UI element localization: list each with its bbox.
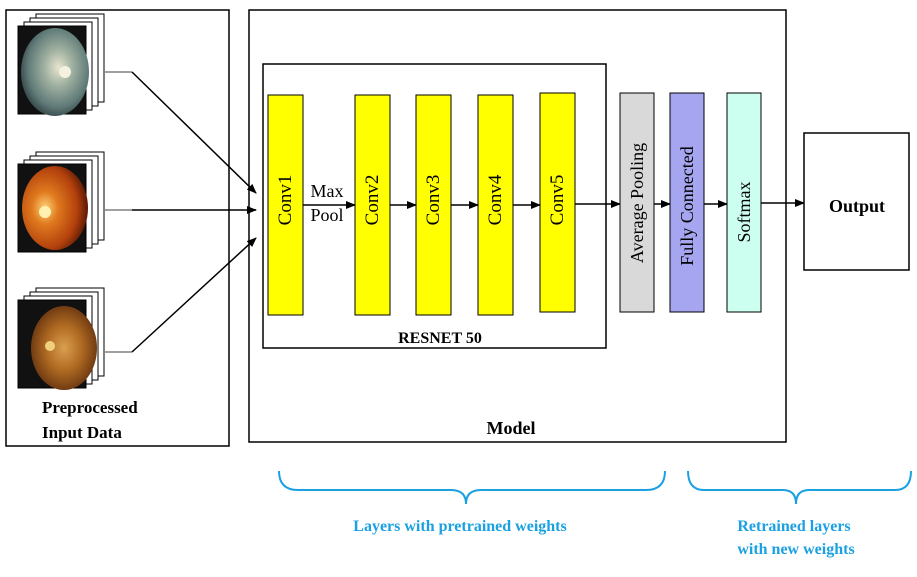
conv3-block: [415, 94, 452, 316]
input-label-line2: Input Data: [42, 423, 122, 442]
resnet-label: RESNET 50: [398, 330, 482, 347]
average-pooling-label: Average Pooling: [627, 143, 647, 263]
conv5-block: [539, 92, 576, 313]
input-panel: [5, 9, 230, 447]
retrained-label-line2: with new weights: [737, 541, 854, 558]
retrained-brace: [687, 470, 912, 505]
softmax-block: [726, 92, 762, 313]
conv1-label: Conv1: [275, 175, 296, 226]
pretrained-brace: [278, 470, 666, 505]
resnet-box: [262, 63, 607, 349]
max-pool-label-line2: Pool: [310, 205, 343, 225]
output-label: Output: [829, 196, 885, 216]
fundus-image-2: [17, 151, 132, 253]
conv2-block: [354, 94, 391, 316]
conv2-label: Conv2: [362, 175, 383, 226]
fundus-image-1: [17, 13, 132, 116]
conv4-label: Conv4: [485, 174, 506, 225]
conv3-label: Conv3: [423, 175, 444, 226]
average-pooling-block: [619, 92, 655, 313]
conv4-block: [477, 94, 514, 316]
conv1-block: [267, 94, 304, 316]
model-label: Model: [487, 418, 536, 438]
fully-connected-label: Fully Connected: [677, 146, 697, 266]
retrained-label-line1: Retrained layers: [737, 518, 850, 535]
max-pool-label-line1: Max: [311, 181, 344, 201]
pretrained-label: Layers with pretrained weights: [353, 518, 566, 535]
input-label-line1: Preprocessed: [42, 398, 138, 417]
conv5-label: Conv5: [547, 175, 568, 226]
fully-connected-block: [669, 92, 705, 313]
softmax-label: Softmax: [734, 182, 754, 243]
model-panel: [248, 9, 787, 443]
input-arrow-1: [131, 71, 257, 194]
output-box: [803, 132, 910, 271]
fundus-image-3: [17, 287, 132, 390]
input-arrow-3: [131, 237, 257, 353]
